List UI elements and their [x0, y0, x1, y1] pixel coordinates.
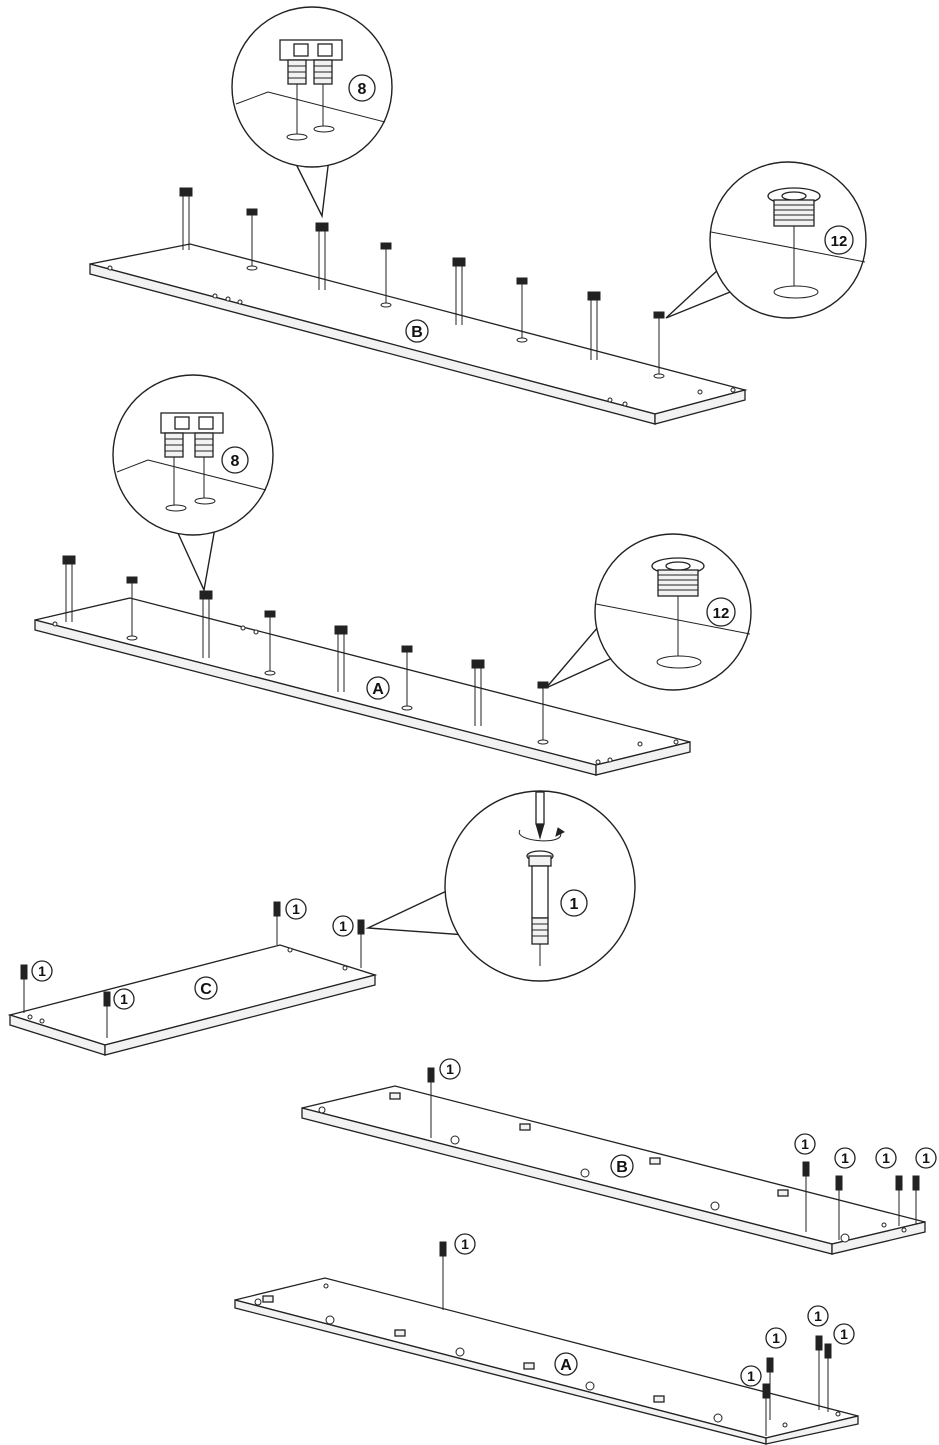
callout-cam-middle: 8 — [112, 374, 274, 593]
bolt-number-a2: 1 — [772, 1330, 780, 1346]
bolt-number-c2: 1 — [120, 991, 128, 1007]
part-number-cam-top: 8 — [358, 81, 367, 98]
panel-a-bottom-bolts: 1 1 1 1 1 — [439, 1233, 855, 1436]
bolt-number-c1: 1 — [38, 963, 46, 979]
bolt-number-a5: 1 — [840, 1326, 848, 1342]
callout-bushing-middle: 12 — [545, 533, 752, 691]
bolt-number-a3: 1 — [747, 1368, 755, 1384]
panel-b-top-letter: B — [411, 324, 423, 341]
panel-b-bottom-letter: B — [616, 1159, 628, 1176]
part-number-bushing-top: 12 — [831, 233, 848, 250]
part-number-bushing-middle: 12 — [713, 605, 730, 622]
bolt-number-b3: 1 — [841, 1150, 849, 1166]
panel-b-top-label: B — [405, 319, 429, 343]
callout-bolt: 1 — [365, 790, 636, 982]
panel-c-label: C — [194, 976, 218, 1000]
bolt-number-a4: 1 — [814, 1308, 822, 1324]
bolt-number-c3: 1 — [292, 901, 300, 917]
panel-a-bottom — [234, 1277, 859, 1445]
panel-b-top-fittings — [179, 187, 665, 379]
bolt-number-b1: 1 — [446, 1061, 454, 1077]
panel-a-top-label: A — [366, 676, 390, 700]
part-number-cam-middle: 8 — [231, 453, 240, 470]
panel-b-top — [89, 243, 748, 425]
bolt-number-b2: 1 — [801, 1136, 809, 1152]
bolt-number-b5: 1 — [922, 1150, 930, 1166]
panel-c-bolts: 1 1 1 1 — [20, 898, 365, 1038]
panel-a-top — [34, 597, 691, 776]
bolt-number-a1: 1 — [461, 1236, 469, 1252]
panel-b-bottom — [301, 1085, 926, 1255]
panel-c-letter: C — [200, 981, 212, 998]
callout-cam-top: 8 — [231, 6, 393, 219]
panel-a-bottom-letter: A — [560, 1357, 572, 1374]
panel-b-bottom-bolts: 1 1 1 1 1 — [427, 1058, 937, 1240]
callout-bushing-top: 12 — [665, 161, 867, 319]
panel-b-bottom-label: B — [610, 1154, 634, 1178]
panel-c — [7, 944, 378, 1056]
part-number-bolt: 1 — [570, 896, 579, 913]
panel-a-bottom-label: A — [554, 1352, 578, 1376]
bolt-number-c4: 1 — [339, 918, 347, 934]
panel-a-top-fittings — [62, 555, 549, 745]
panel-a-top-letter: A — [372, 681, 384, 698]
bolt-number-b4: 1 — [882, 1150, 890, 1166]
